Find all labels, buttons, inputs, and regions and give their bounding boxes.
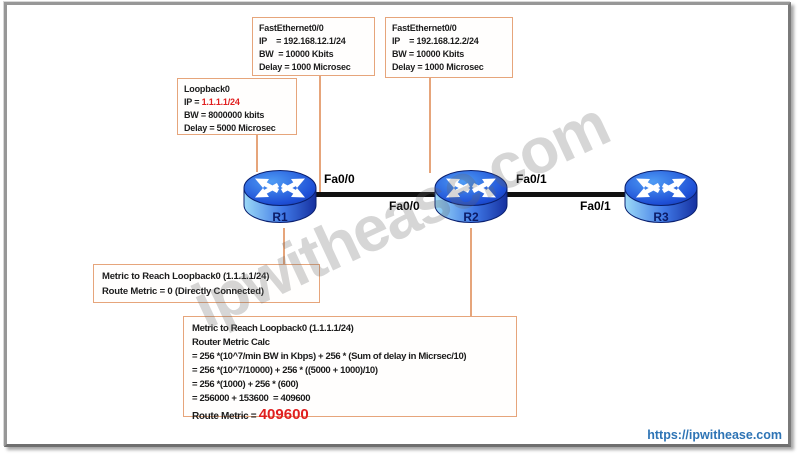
annotation-line: BW = 10000 Kbits: [259, 49, 334, 59]
interface-label-r2-fa0-1: Fa0/1: [516, 172, 547, 186]
annotation-line: BW = 8000000 kbits: [184, 110, 265, 120]
annotation-metric-r1: Metric to Reach Loopback0 (1.1.1.1/24) R…: [93, 264, 320, 303]
router-icon: R1: [243, 170, 317, 224]
leader-r2-to-metric-box: [470, 228, 472, 317]
annotation-line: Delay = 5000 Microsec: [184, 123, 276, 133]
interface-label-r1-fa0-0: Fa0/0: [324, 172, 355, 186]
calc-line: = 256000 + 153600 = 409600: [192, 393, 311, 404]
router-arrows-icon: [446, 178, 496, 198]
router-icon: R3: [624, 170, 698, 224]
metric-subtitle: Router Metric Calc: [192, 337, 270, 348]
route-metric-label: Route Metric =: [192, 411, 259, 422]
annotation-line: IP = 192.168.12.2/24: [392, 36, 479, 46]
route-metric-result: Route Metric = 409600: [192, 406, 508, 424]
annotation-metric-r2: Metric to Reach Loopback0 (1.1.1.1/24) R…: [183, 316, 517, 422]
metric-title: Metric to Reach Loopback0 (1.1.1.1/24): [102, 271, 270, 282]
leader-fe1-to-link: [319, 76, 321, 193]
site-link[interactable]: https://ipwithease.com: [647, 428, 782, 442]
ip-label: IP =: [184, 97, 202, 107]
leader-r1-to-metric-box: [283, 228, 285, 265]
leader-fe2-to-r2: [429, 78, 431, 173]
metric-value-line: Route Metric = 0 (Directly Connected): [102, 286, 264, 297]
interface-label-r3-fa0-1: Fa0/1: [580, 199, 611, 213]
calc-line: = 256 *(10^7/10000) + 256 * ((5000 + 100…: [192, 365, 378, 376]
annotation-line: Delay = 1000 Microsec: [392, 62, 484, 72]
ip-value-highlight: 1.1.1.1/24: [201, 97, 240, 107]
annotation-fastethernet-r1: FastEthernet0/0 IP = 192.168.12.1/24 BW …: [252, 17, 375, 76]
annotation-title: Loopback0: [184, 84, 230, 94]
interface-label-r2-fa0-0: Fa0/0: [389, 199, 420, 213]
metric-title: Metric to Reach Loopback0 (1.1.1.1/24): [192, 323, 354, 334]
annotation-loopback-r1: Loopback0 IP = 1.1.1.1/24 BW = 8000000 k…: [177, 78, 297, 135]
calc-line: = 256 *(10^7/min BW in Kbps) + 256 * (Su…: [192, 351, 467, 362]
annotation-title: FastEthernet0/0: [259, 23, 324, 33]
annotation-title: FastEthernet0/0: [392, 23, 457, 33]
calc-line: = 256 *(1000) + 256 * (600): [192, 379, 299, 390]
leader-loopback-to-r1: [256, 135, 258, 172]
annotation-line: Delay = 1000 Microsec: [259, 62, 351, 72]
link-r1-r2: [312, 192, 438, 197]
annotation-fastethernet-r2: FastEthernet0/0 IP = 192.168.12.2/24 BW …: [385, 17, 513, 78]
router-node-r1: R1: [240, 166, 320, 230]
router-arrows-icon: [255, 178, 305, 198]
router-icon: R2: [434, 170, 508, 224]
router-label-r2: R2: [463, 210, 479, 224]
router-arrows-icon: [636, 178, 686, 198]
router-label-r3: R3: [653, 210, 669, 224]
router-node-r2: R2: [431, 166, 511, 230]
router-node-r3: R3: [621, 166, 701, 230]
link-r2-r3: [506, 192, 628, 197]
router-label-r1: R1: [272, 210, 288, 224]
annotation-line: IP = 192.168.12.1/24: [259, 36, 346, 46]
route-metric-value-highlight: 409600: [258, 406, 309, 423]
annotation-line: BW = 10000 Kbits: [392, 49, 465, 59]
annotation-line: IP = 1.1.1.1/24: [184, 96, 290, 109]
